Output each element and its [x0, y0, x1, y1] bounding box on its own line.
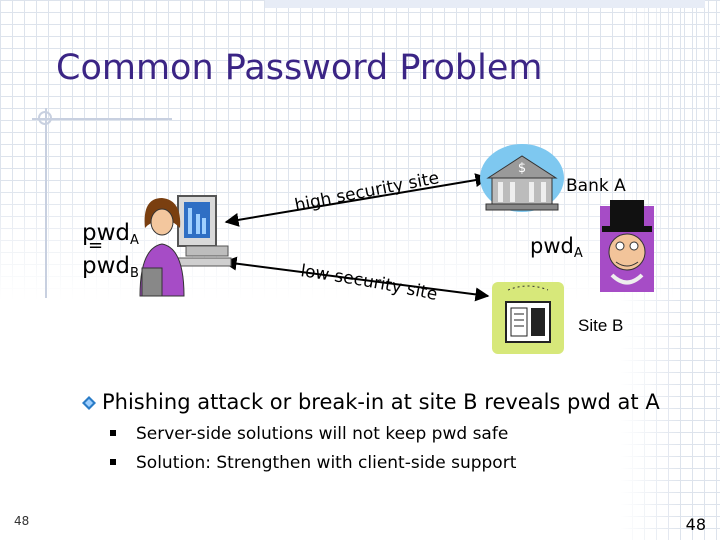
website-document-icon — [492, 282, 564, 354]
high-security-label: high security site — [293, 168, 441, 216]
equals-symbol: = — [88, 235, 104, 256]
top-decoration-bar — [265, 0, 705, 8]
low-security-label: low security site — [299, 261, 439, 305]
site-b-label: Site B — [578, 316, 624, 335]
slide-title: Common Password Problem — [56, 48, 543, 88]
password-diagram: high security site low security site $ — [139, 144, 654, 354]
attacker-icon — [600, 200, 654, 292]
square-bullet-icon — [110, 430, 116, 436]
page-number-right: 48 — [685, 515, 706, 534]
user-at-computer-icon — [139, 195, 232, 297]
diamond-bullet-icon — [82, 396, 96, 410]
decoration-vertical-line — [45, 108, 47, 298]
main-bullet-text: Phishing attack or break-in at site B re… — [102, 390, 660, 414]
sub-bullet: Server-side solutions will not keep pwd … — [110, 424, 516, 453]
sub-bullet: Solution: Strengthen with client-side su… — [110, 453, 516, 482]
decoration-circle — [38, 111, 52, 125]
sub-bullet-list: Server-side solutions will not keep pwd … — [110, 424, 516, 482]
user-pwd-b: pwdB — [82, 253, 139, 281]
bank-building-icon: $ — [480, 144, 564, 212]
user-pwd-a: pwdA — [82, 220, 139, 248]
bank-sign-text: $ — [518, 161, 526, 176]
decoration-horizontal-line — [32, 118, 172, 120]
low-security-arrow — [222, 256, 490, 302]
high-security-arrow — [224, 173, 490, 227]
attacker-pwd-a: pwdA — [530, 234, 583, 261]
square-bullet-icon — [110, 459, 116, 465]
page-number-left: 48 — [14, 514, 30, 528]
bank-label: Bank A — [566, 176, 626, 196]
main-bullet: Phishing attack or break-in at site B re… — [82, 390, 660, 414]
